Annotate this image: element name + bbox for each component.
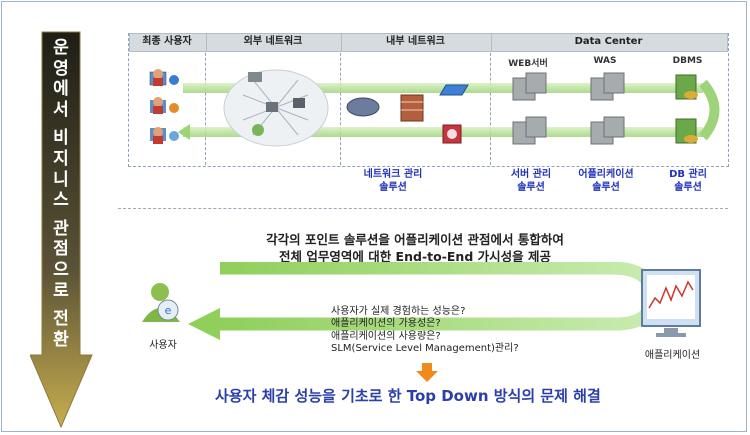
conclusion-text: 사용자 체감 성능을 기초로 한 Top Down 방식의 문제 해결 xyxy=(215,387,601,405)
arrow-banner-char: 점 xyxy=(53,239,69,260)
arrow-banner-char: 관 xyxy=(53,218,69,239)
header-external-network: 외부 네트워크 xyxy=(243,36,303,47)
arrow-banner-char: 운 xyxy=(53,38,69,58)
flow-arrowhead xyxy=(178,124,190,140)
arrow-banner-char: 에 xyxy=(53,79,69,100)
header-end-user: 최종 사용자 xyxy=(142,36,192,47)
arrow-banner-char: 영 xyxy=(53,58,69,79)
arrow-banner-char: 환 xyxy=(53,329,69,350)
feedback-arrow xyxy=(188,262,657,340)
flow-band-top xyxy=(183,83,703,93)
divider-1 xyxy=(205,33,206,165)
integration-text-line1: 각각의 포인트 솔루션을 어플리케이션 관점에서 통합하여 xyxy=(266,232,564,247)
arrow-banner-char: 전 xyxy=(53,309,69,330)
arrow-banner-char: 서 xyxy=(53,99,69,120)
header-bg-datacenter xyxy=(491,33,728,52)
question-2: 애플리케이션의 가용성은? xyxy=(331,318,441,329)
arrow-banner-char: 비 xyxy=(53,128,69,149)
label-dbms: DBMS xyxy=(672,56,703,66)
internet-cloud-icon xyxy=(223,69,329,147)
separator-line xyxy=(118,208,728,209)
network-diagram-graphics xyxy=(149,69,720,147)
application-monitor-icon xyxy=(641,269,701,337)
arrow-banner-char xyxy=(47,301,75,309)
web-servers xyxy=(512,72,547,145)
question-3: 애플리케이션의 사용량은? xyxy=(331,331,441,342)
arrow-banner-char xyxy=(47,120,75,128)
end-user-icons xyxy=(149,69,179,144)
application-label: 애플리케이션 xyxy=(644,350,701,361)
header-internal-network: 내부 네트워크 xyxy=(386,36,445,47)
user-icon: e xyxy=(142,283,180,322)
arrow-banner-char xyxy=(47,211,75,219)
flow-band-loop xyxy=(699,79,720,141)
arrow-banner-char: 지 xyxy=(53,148,69,169)
down-arrow-banner xyxy=(30,31,93,429)
user-label: 사용자 xyxy=(149,340,177,351)
question-1: 사용자가 실제 경험하는 성능은? xyxy=(331,306,466,317)
arrow-banner-char: 니 xyxy=(53,169,69,190)
divider-3 xyxy=(490,33,491,165)
arrow-banner-char: 으 xyxy=(53,259,69,280)
label-was: WAS xyxy=(593,56,617,66)
down-arrow-icon xyxy=(416,363,438,382)
svg-text:e: e xyxy=(165,304,172,317)
integration-text-line2: 전체 업무영역에 대한 End-to-End 가시성을 제공 xyxy=(279,249,551,264)
arrow-banner-char: 로 xyxy=(53,280,69,301)
question-4: SLM(Service Level Management)관리? xyxy=(331,343,519,354)
internal-network-devices xyxy=(346,84,469,144)
db-servers xyxy=(675,74,698,144)
arrow-banner-char: 스 xyxy=(53,190,69,211)
header-data-center: Data Center xyxy=(574,36,643,47)
divider-2 xyxy=(340,33,341,165)
was-servers xyxy=(590,72,625,145)
label-web-server: WEB서버 xyxy=(508,59,548,69)
